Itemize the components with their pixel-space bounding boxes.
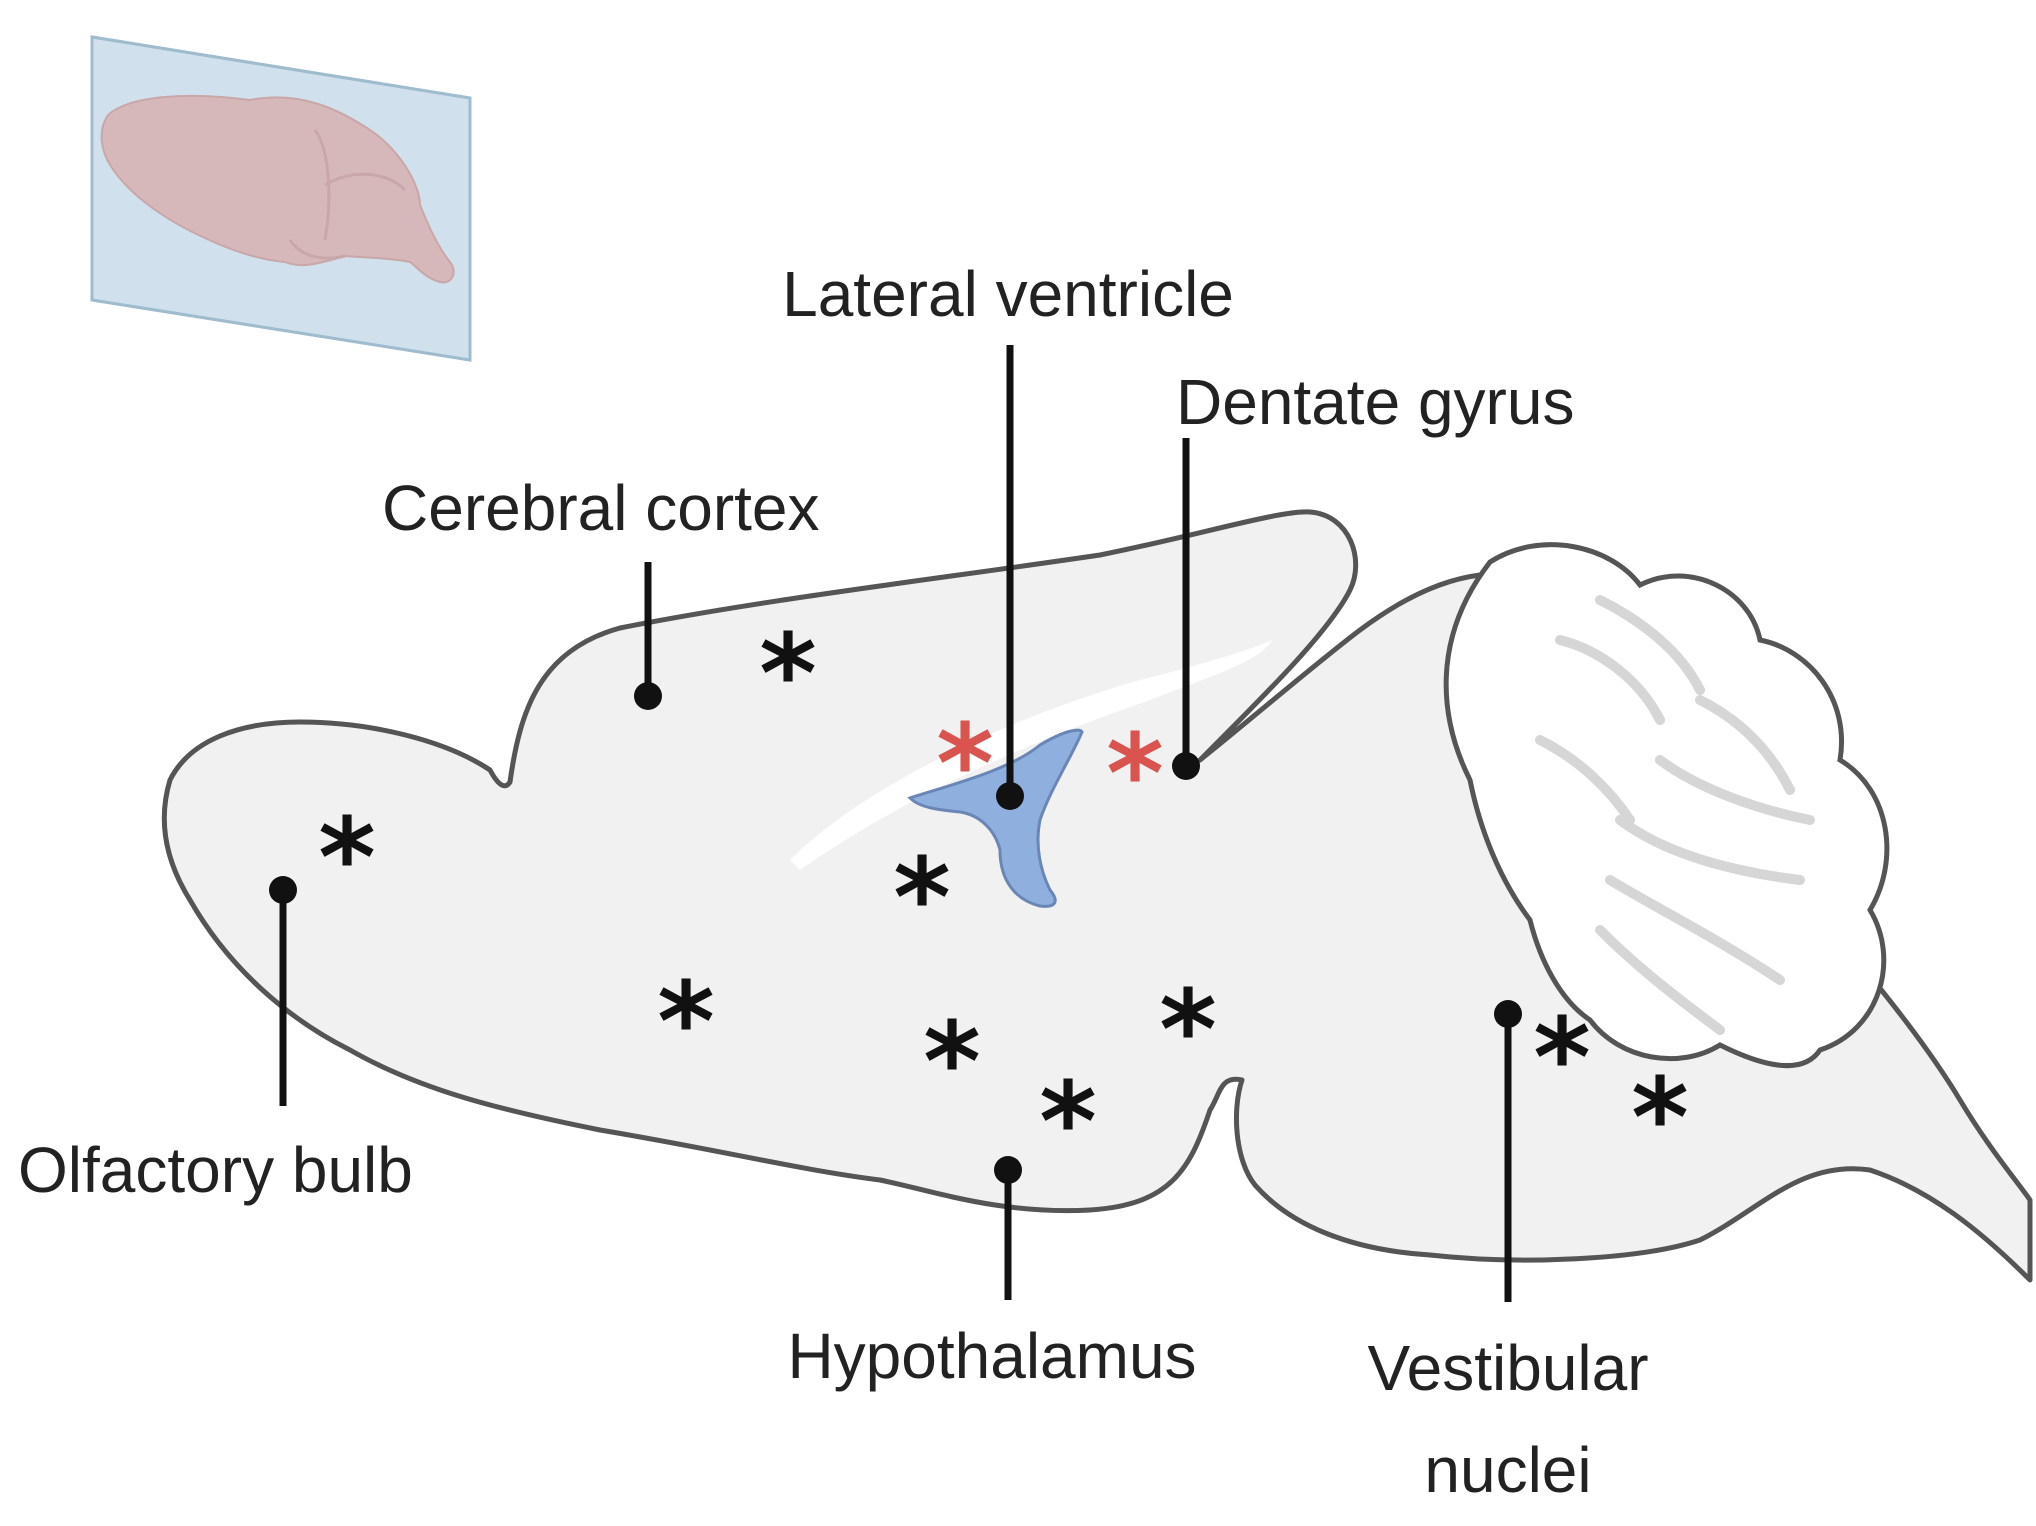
- asterisk-marker: *: [759, 610, 817, 738]
- thumbnail-brain-detail: [288, 129, 407, 260]
- leader-dot: [634, 682, 662, 710]
- asterisk-marker: *: [893, 834, 951, 962]
- asterisk-marker-red: *: [1106, 710, 1164, 838]
- label-dentate-gyrus: Dentate gyrus: [1176, 366, 1574, 438]
- asterisk-marker: *: [1533, 994, 1591, 1122]
- leader-lateral-ventricle: [996, 345, 1024, 810]
- asterisk-marker: *: [318, 794, 376, 922]
- label-vestibular-nuclei-line2: nuclei: [1424, 1434, 1591, 1506]
- plane-front: [90, 35, 472, 362]
- label-cerebral-cortex: Cerebral cortex: [382, 472, 820, 544]
- asterisk-marker-red: *: [936, 700, 994, 828]
- leader-hypothalamus: [994, 1156, 1022, 1300]
- leader-dot: [994, 1156, 1022, 1184]
- cerebellum-folia: [1535, 595, 1815, 1035]
- leader-dot: [1172, 752, 1200, 780]
- sagittal-plane-thumbnail: [90, 35, 472, 362]
- label-vestibular-nuclei-line1: Vestibular: [1367, 1332, 1648, 1404]
- asterisk-marker: *: [657, 958, 715, 1086]
- label-olfactory-bulb: Olfactory bulb: [18, 1134, 413, 1206]
- asterisk-markers: * * * * * * * * * * *: [318, 610, 1689, 1186]
- asterisk-marker: *: [1631, 1054, 1689, 1182]
- thumbnail-brain: [100, 94, 455, 284]
- cerebellum: [1443, 542, 1890, 1068]
- cerebellum-outline: [1443, 542, 1890, 1068]
- leader-dot: [1494, 1000, 1522, 1028]
- lateral-ventricle-shape: [907, 728, 1084, 908]
- leader-vestibular-nuclei: [1494, 1000, 1522, 1302]
- leader-cerebral-cortex: [634, 562, 662, 710]
- leader-olfactory-bulb: [269, 876, 297, 1106]
- asterisk-marker: *: [923, 998, 981, 1126]
- corpus-callosum: [790, 640, 1272, 870]
- asterisk-marker: *: [1039, 1058, 1097, 1186]
- leader-dot: [996, 782, 1024, 810]
- asterisk-marker: *: [1159, 966, 1217, 1094]
- label-lateral-ventricle: Lateral ventricle: [782, 258, 1234, 330]
- leader-dentate-gyrus: [1172, 438, 1200, 780]
- leader-dot: [269, 876, 297, 904]
- label-hypothalamus: Hypothalamus: [787, 1320, 1196, 1392]
